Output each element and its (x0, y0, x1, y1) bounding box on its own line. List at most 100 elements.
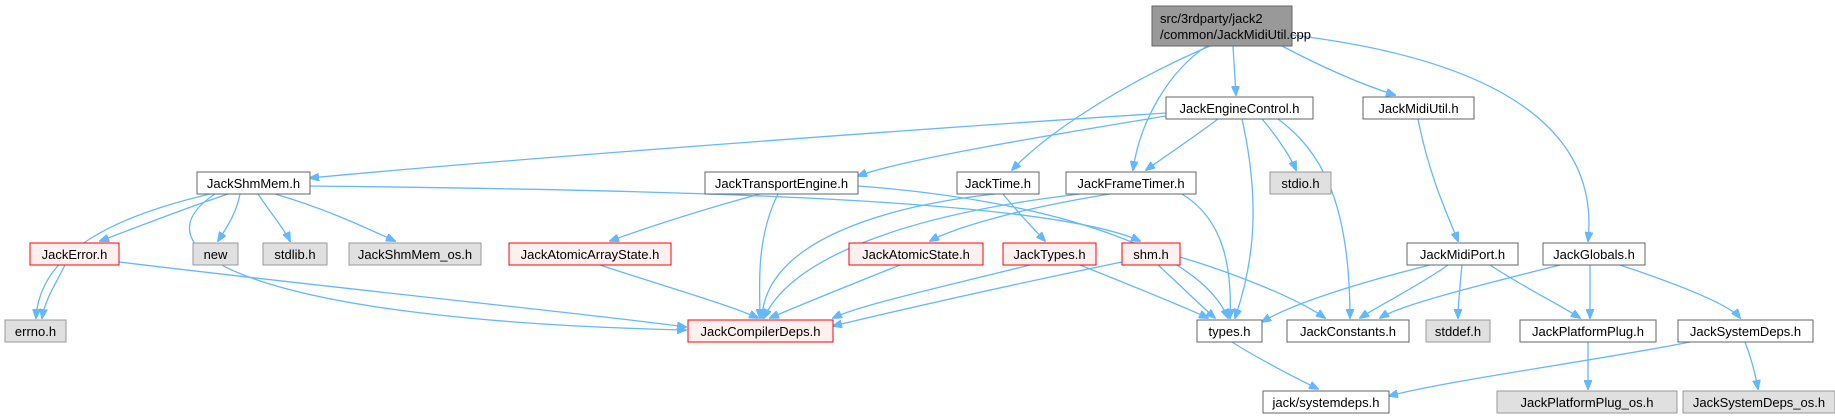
node-box (192, 242, 239, 266)
node-box (1496, 390, 1678, 414)
node-label: stdlib.h (274, 247, 315, 262)
node-platformplug[interactable]: JackPlatformPlug.h (1519, 319, 1657, 343)
node-systemdepsos: JackSystemDeps_os.h (1682, 390, 1835, 414)
node-label: JackTime.h (965, 176, 1031, 191)
node-box (1196, 319, 1263, 343)
edge-shm-to-constants (1179, 256, 1325, 318)
node-box (687, 319, 834, 343)
node-label: errno.h (15, 324, 56, 339)
node-systemdeps[interactable]: JackSystemDeps.h (1677, 319, 1814, 343)
edge-engine-to-transport (858, 115, 1167, 176)
node-box (1262, 390, 1390, 414)
node-midiport[interactable]: JackMidiPort.h (1406, 242, 1519, 266)
edge-atomicstate-to-compilerdeps (770, 264, 901, 318)
edge-engine-to-typesh (1235, 118, 1254, 318)
edge-engine-to-constants (1277, 118, 1350, 318)
edge-midiutil-to-midiport (1417, 118, 1458, 241)
edge-time-to-types (1002, 193, 1045, 241)
node-engine[interactable]: JackEngineControl.h (1165, 96, 1314, 120)
node-label: JackEngineControl.h (1180, 101, 1300, 116)
node-box (956, 171, 1040, 195)
node-label: JackConstants.h (1300, 324, 1396, 339)
edge-error-to-compilerdeps (118, 261, 686, 327)
node-label: stdio.h (1281, 176, 1319, 191)
node-label: JackPlatformPlug_os.h (1521, 395, 1654, 410)
node-box (1677, 319, 1814, 343)
edge-midiport-to-constants (1360, 264, 1449, 318)
edge-root-to-frametimer (1133, 45, 1208, 170)
node-box (1151, 5, 1293, 47)
edge-frametimer-to-atomicstate (930, 193, 1111, 241)
edge-atomicarray-to-compilerdeps (599, 264, 758, 318)
edge-root-to-globals (1291, 34, 1589, 241)
node-label: JackTypes.h (1013, 247, 1085, 262)
edge-typesh-to-jacksysdeps (1231, 341, 1318, 389)
node-label: JackMidiUtil.h (1378, 101, 1458, 116)
node-new: new (192, 242, 239, 266)
node-stddef: stddef.h (1425, 319, 1491, 343)
edge-transport-to-atomicarray (610, 193, 761, 241)
node-error[interactable]: JackError.h (29, 242, 120, 266)
node-atomicstate[interactable]: JackAtomicState.h (848, 242, 984, 266)
node-typesh[interactable]: types.h (1196, 319, 1263, 343)
edge-root-to-time (1012, 45, 1211, 170)
node-atomicarray[interactable]: JackAtomicArrayState.h (508, 242, 672, 266)
edge-midiport-to-platformplug (1489, 264, 1580, 318)
node-label: JackError.h (42, 247, 108, 262)
node-shmmem[interactable]: JackShmMem.h (196, 171, 311, 195)
edge-systemdeps-to-systemdepsos (1744, 341, 1758, 389)
edge-systemdeps-to-jacksysdeps (1389, 341, 1691, 396)
node-midiutil[interactable]: JackMidiUtil.h (1362, 96, 1475, 120)
node-label: new (204, 247, 228, 262)
edge-error-to-errno (42, 264, 66, 318)
node-label: jack/systemdeps.h (1272, 395, 1380, 410)
node-box (1362, 96, 1475, 120)
node-label: JackTransportEngine.h (715, 176, 848, 191)
edge-types-to-typesh (1079, 264, 1208, 318)
node-time[interactable]: JackTime.h (956, 171, 1040, 195)
node-compilerdeps[interactable]: JackCompilerDeps.h (687, 319, 834, 343)
node-box (348, 242, 482, 266)
edge-time-to-compilerdeps (762, 193, 996, 318)
node-stdlib: stdlib.h (262, 242, 328, 266)
edge-shmmem-to-compilerdeps (188, 193, 686, 330)
node-jacksysdeps[interactable]: jack/systemdeps.h (1262, 390, 1390, 414)
node-box (1121, 242, 1181, 266)
node-label: JackGlobals.h (1553, 247, 1635, 262)
node-constants[interactable]: JackConstants.h (1286, 319, 1410, 343)
edge-globals-to-constants (1380, 264, 1561, 318)
node-box (1425, 319, 1491, 343)
edge-shmmem-to-errno (36, 193, 211, 318)
node-box (1165, 96, 1314, 120)
edges-layer (36, 34, 1758, 396)
node-transport[interactable]: JackTransportEngine.h (704, 171, 859, 195)
edge-shm-to-typesh (1157, 264, 1215, 318)
edge-types-to-compilerdeps (833, 264, 1031, 318)
node-label: JackSystemDeps_os.h (1693, 395, 1825, 410)
node-frametimer[interactable]: JackFrameTimer.h (1065, 171, 1197, 195)
node-box (1269, 171, 1332, 195)
node-box (1519, 319, 1657, 343)
node-platformplugos: JackPlatformPlug_os.h (1496, 390, 1678, 414)
node-box (1406, 242, 1519, 266)
edge-shm-to-compilerdeps (833, 261, 1123, 326)
node-box (1682, 390, 1835, 414)
edge-engine-to-shmmem (310, 112, 1167, 178)
node-label: stddef.h (1435, 324, 1481, 339)
edge-transport-to-typesh (857, 185, 1228, 318)
node-box (4, 319, 67, 343)
node-shm[interactable]: shm.h (1121, 242, 1181, 266)
node-errno: errno.h (4, 319, 67, 343)
edge-frametimer-to-compilerdeps (764, 193, 1081, 318)
node-globals[interactable]: JackGlobals.h (1542, 242, 1646, 266)
edge-shmmem-to-shmmemos (274, 193, 395, 241)
node-label: JackCompilerDeps.h (701, 324, 821, 339)
node-label: JackFrameTimer.h (1077, 176, 1184, 191)
node-label: src/3rdparty/jack2 (1160, 11, 1263, 26)
edge-midiport-to-stddef (1458, 264, 1463, 318)
node-box (1286, 319, 1410, 343)
node-types[interactable]: JackTypes.h (1002, 242, 1097, 266)
node-label: JackAtomicState.h (862, 247, 970, 262)
node-box (704, 171, 859, 195)
edge-midiport-to-typesh (1262, 264, 1431, 322)
